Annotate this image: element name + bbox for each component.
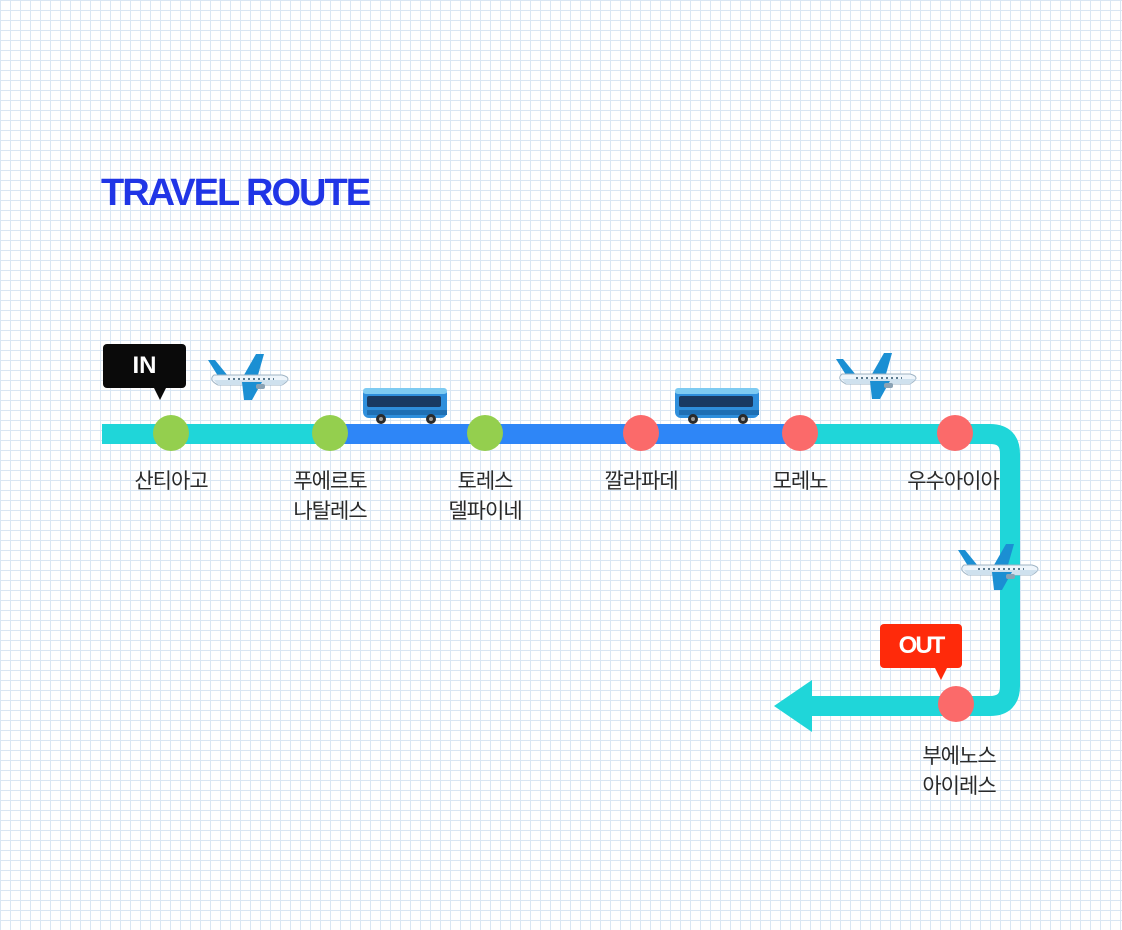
stop-label-3: 토레스 델파이네 (448, 469, 522, 523)
stop-marker-6 (937, 415, 973, 451)
stop-label-6: 우수아이아 (907, 469, 1000, 493)
airplane-icon (207, 353, 289, 401)
stop-marker-7 (938, 686, 974, 722)
bus-icon (675, 388, 759, 424)
start-tag: IN (103, 344, 186, 400)
stop-marker-2 (312, 415, 348, 451)
airplane-icon (835, 352, 917, 400)
stop-label-4: 깔라파데 (604, 469, 678, 493)
route-arrow-icon (774, 680, 812, 732)
stop-marker-3 (467, 415, 503, 451)
stop-label-1: 산티아고 (134, 469, 208, 493)
stop-marker-4 (623, 415, 659, 451)
end-tag: OUT (880, 624, 962, 680)
stop-marker-1 (153, 415, 189, 451)
bus-icon (363, 388, 447, 424)
airplane-icon (957, 543, 1039, 591)
stop-label-7: 부에노스 아이레스 (922, 744, 996, 798)
stop-label-5: 모레노 (772, 469, 829, 493)
page-title: TRAVEL ROUTE (101, 172, 371, 214)
stop-label-2: 푸에르토 나탈레스 (293, 469, 367, 523)
stop-marker-5 (782, 415, 818, 451)
